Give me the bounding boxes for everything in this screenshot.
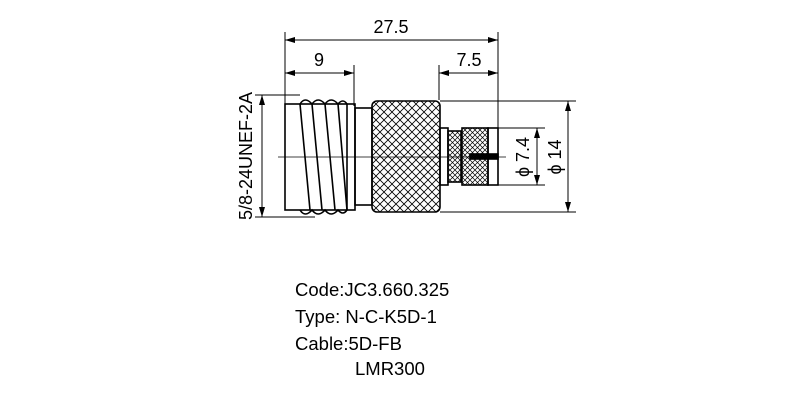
neck <box>354 107 373 206</box>
spec-type: Type: N-C-K5D-1 <box>295 306 437 327</box>
dim-rear-length: 7.5 <box>456 50 481 70</box>
dim-overall-length: 27.5 <box>373 17 408 37</box>
spec-cable-alt: LMR300 <box>355 358 425 379</box>
dim-small-diameter: ϕ 7.4 <box>513 137 533 177</box>
knurled-nut <box>371 100 441 213</box>
spec-code: Code:JC3.660.325 <box>295 279 450 300</box>
dim-thread-length: 9 <box>314 50 324 70</box>
dim-large-diameter: ϕ 14 <box>545 139 565 174</box>
dim-thread-spec: 5/8-24UNEF-2A <box>236 92 256 220</box>
spec-cable: Cable:5D-FB <box>295 333 402 354</box>
rear-knurl-1 <box>447 130 462 183</box>
